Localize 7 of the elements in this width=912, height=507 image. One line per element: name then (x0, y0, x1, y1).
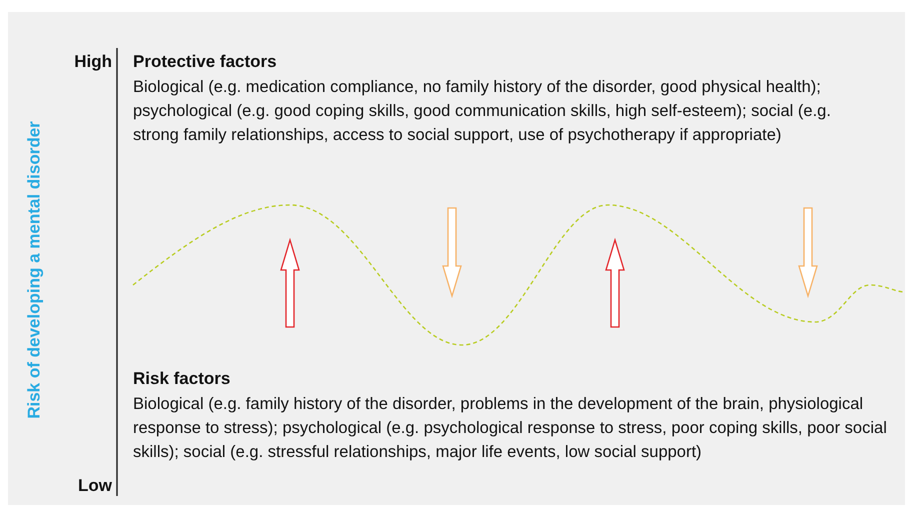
section-heading: Risk factors (133, 368, 232, 390)
section-heading: Protective factors (133, 51, 278, 73)
axis-title: Risk of developing a mental disorder (24, 121, 45, 419)
paragraph: Biological (e.g. family history of the disorder, problems in the development of the brain, physiological response to stress); psychological (e.g. psychological response to stress, poor coping skills, poor social skills); social (e.g. stressful relationships, major life events, low social support) (133, 394, 888, 463)
axis-label: Low (77, 475, 112, 497)
paragraph: Biological (e.g. medication compliance, no family history of the disorder, good physical health); psychological (e.g. good coping skills, good communication skills, high self-esteem); social (e.g. strong family relationships, access to social support, use of psychotherapy if appropriate) (133, 77, 832, 146)
axis-label: High (73, 51, 112, 73)
